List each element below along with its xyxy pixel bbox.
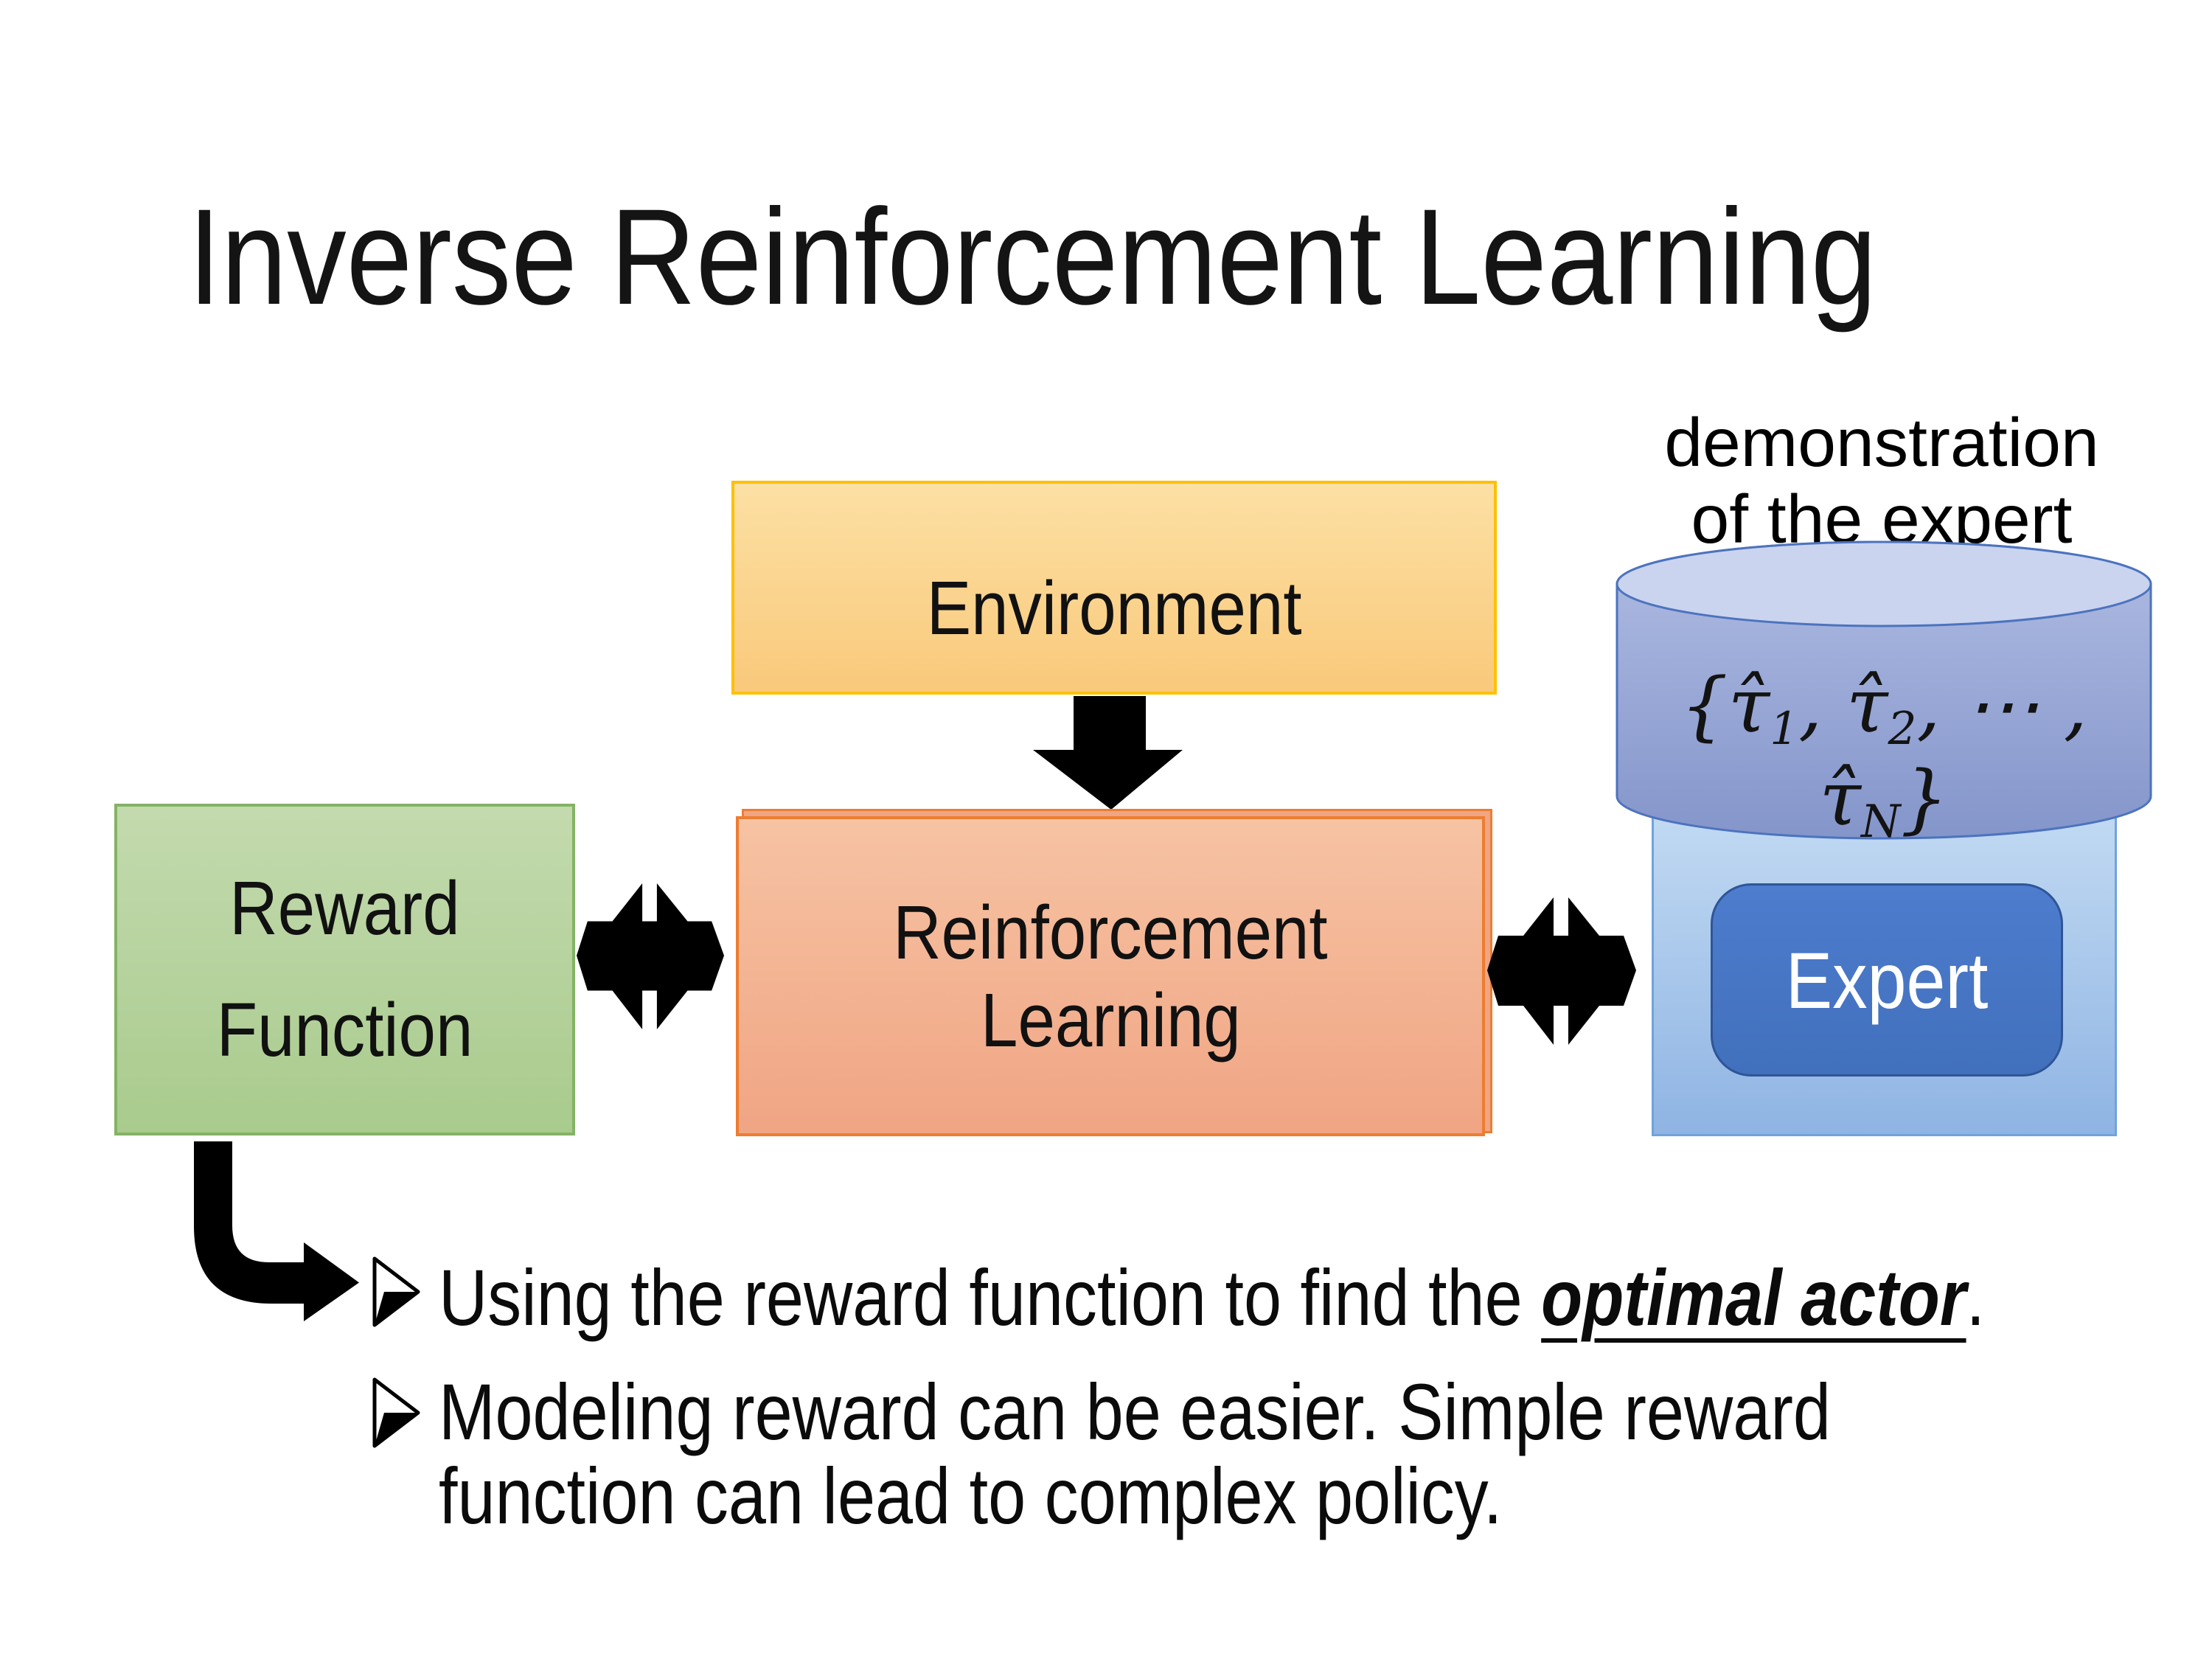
elbow-arrow-icon: [194, 1141, 359, 1321]
bullet-arrow-icon: [372, 1256, 420, 1327]
bullet1-emphasis: optimal actor: [1541, 1253, 1966, 1342]
bullet-arrow-icon: [372, 1377, 420, 1448]
bullet2-line2: function can lead to complex policy.: [439, 1451, 1503, 1540]
environment-box: Environment: [731, 481, 1497, 695]
double-arrow-left-icon: [577, 883, 724, 1030]
down-arrow-icon: [1033, 696, 1183, 810]
reinforcement-learning-box: Reinforcement Learning: [736, 816, 1485, 1136]
reward-label-line1: Reward: [229, 866, 460, 951]
expert-label: Expert: [1785, 935, 1989, 1025]
demonstration-database-icon: [1615, 540, 2152, 840]
environment-label: Environment: [926, 565, 1302, 650]
double-arrow-right-icon: [1487, 897, 1636, 1045]
bullet1-text: Using the reward function to find the: [439, 1253, 1542, 1342]
demonstration-label-line1: demonstration: [1664, 404, 2099, 481]
bullet-item-1: Using the reward function to find the op…: [439, 1256, 2212, 1340]
expert-box: Expert: [1711, 883, 2063, 1077]
page-title: Inverse Reinforcement Learning: [188, 181, 1877, 333]
bullet1-period: .: [1966, 1253, 1986, 1342]
bullet2-line1: Modeling reward can be easier. Simple re…: [439, 1367, 1831, 1456]
trajectory-set-label: {τ̂1, τ̂2, ⋯ , τ̂N}: [1680, 662, 2088, 849]
reward-function-box: Reward Function: [114, 804, 575, 1135]
bullet-item-2: Modeling reward can be easier. Simple re…: [439, 1370, 2076, 1538]
demonstration-label: demonstration of the expert: [1587, 404, 2177, 557]
rl-label-line1: Reinforcement: [893, 889, 1328, 975]
rl-label-line2: Learning: [980, 978, 1241, 1062]
reward-label-line2: Function: [216, 987, 473, 1072]
